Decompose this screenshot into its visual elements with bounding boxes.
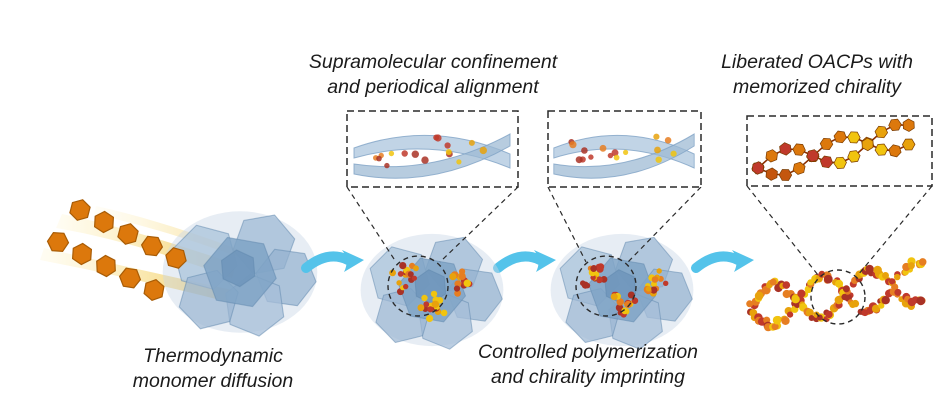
ribbon-monomer-dots-left: [373, 134, 487, 169]
label-controlled-polymerization: Controlled polymerization and chirality …: [477, 341, 699, 388]
process-arrow-3: [696, 250, 754, 272]
process-arrow-2: [498, 250, 556, 272]
label-supramolecular-confinement: Supramolecular confinement and periodica…: [308, 51, 558, 98]
host-crystal-stage3: [550, 233, 697, 356]
confined-monomer-dots-stage2: [389, 262, 473, 323]
monomer-hexagons: [46, 199, 187, 301]
liberated-helix-chains: [746, 257, 927, 332]
zoom-connector-lines: [346, 185, 933, 276]
polymer-chain-hexagons: [751, 118, 916, 181]
zoom-circle-stage2: [387, 255, 449, 317]
ribbon-monomer-dots-right: [568, 133, 677, 164]
zoom-circle-stage4: [810, 269, 866, 325]
label-thermodynamic-diffusion: Thermodynamic monomer diffusion: [132, 345, 294, 392]
zoom-circle-stage3: [575, 255, 637, 317]
host-crystal-stage1: [162, 210, 321, 343]
label-liberated-oacps: Liberated OACPs with memorized chirality: [721, 51, 913, 98]
